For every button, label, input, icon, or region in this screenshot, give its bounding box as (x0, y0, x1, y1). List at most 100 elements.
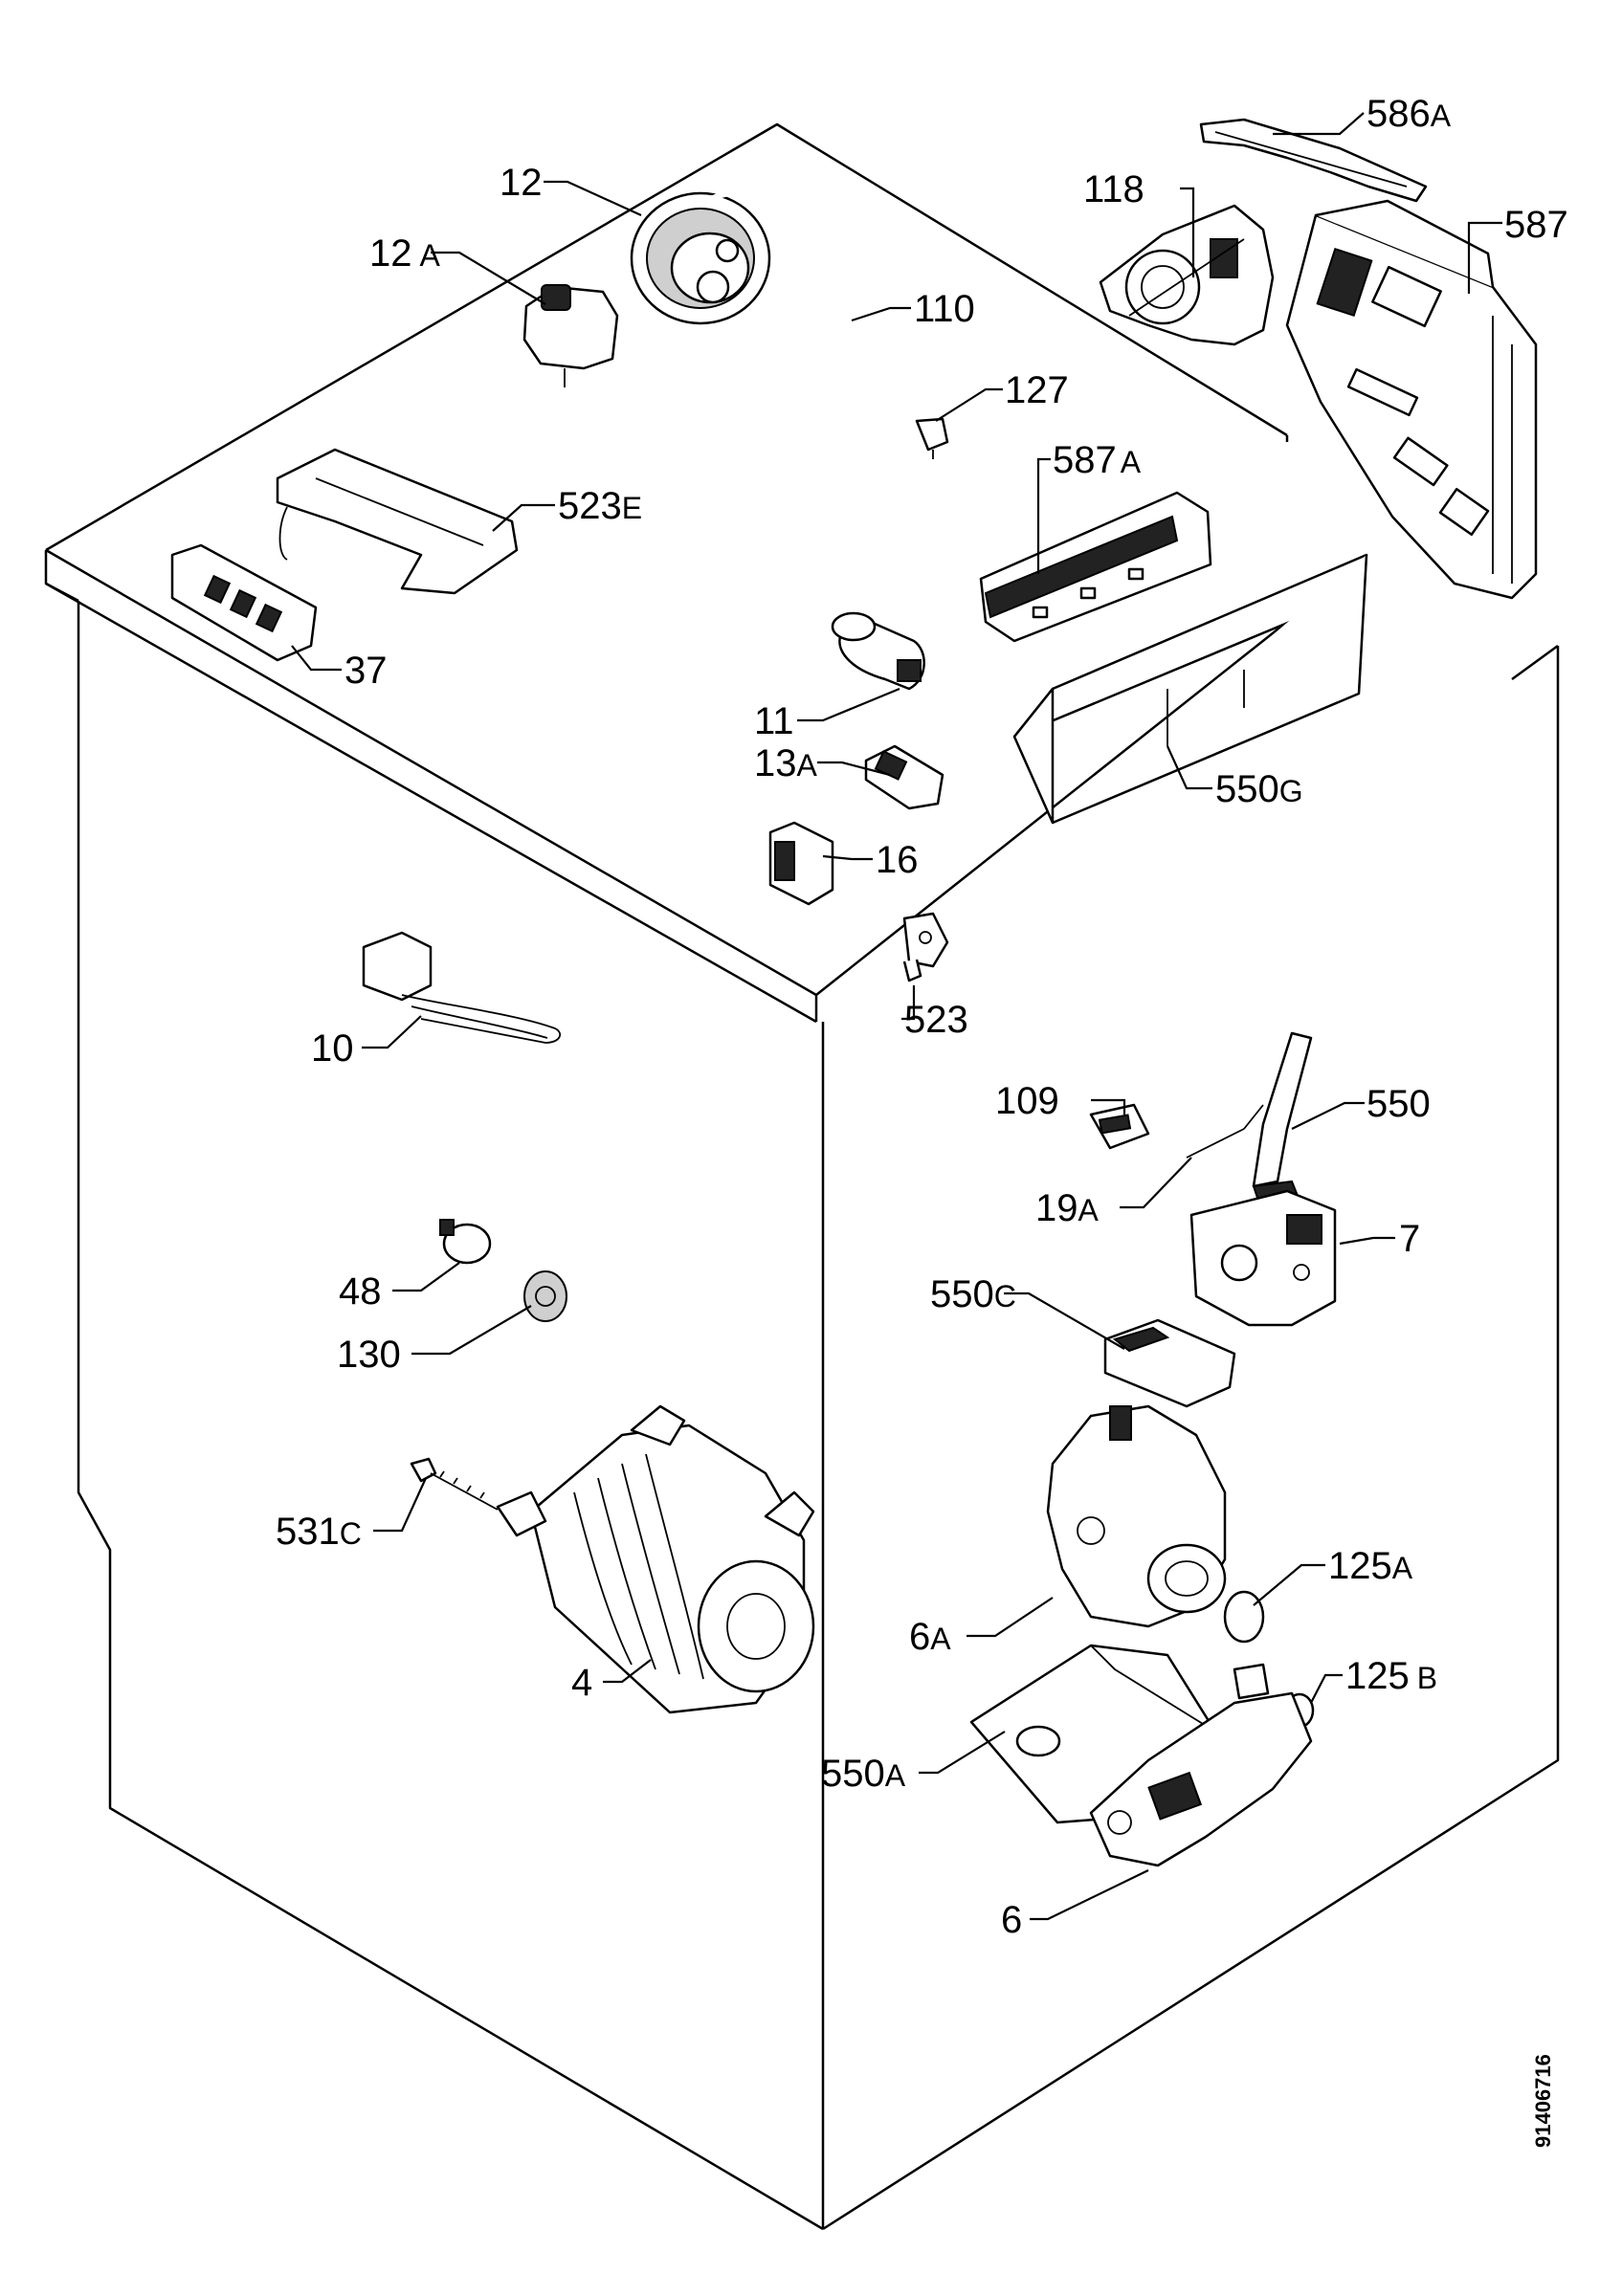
label-number: 550 (821, 1753, 885, 1795)
svg-text:586A: 586A (1366, 93, 1452, 135)
part-label-130: 130 (337, 1334, 401, 1376)
part-10-heating-element (362, 931, 562, 1044)
part-523E-bracket (276, 448, 519, 595)
part-label-37: 37 (344, 650, 388, 692)
label-number: 10 (311, 1027, 354, 1070)
part-118-programmer (1099, 204, 1275, 346)
label-number: 37 (344, 650, 388, 692)
part-label-531C: 531C (276, 1511, 362, 1553)
svg-text:127: 127 (1005, 369, 1069, 411)
label-number: 587 (1053, 439, 1117, 481)
svg-text:48: 48 (339, 1270, 382, 1313)
part-109-bracket (1089, 1103, 1150, 1150)
part-label-523: 523 (904, 999, 968, 1041)
part-531C-screw (410, 1457, 499, 1511)
label-number: 130 (337, 1334, 401, 1376)
svg-text:587: 587 (1504, 204, 1568, 246)
part-label-48: 48 (339, 1270, 382, 1313)
label-number: 4 (571, 1662, 592, 1704)
label-suffix: G (1279, 774, 1303, 808)
label-number: 12 (500, 162, 543, 204)
svg-text:550G: 550G (1215, 768, 1303, 810)
label-number: 550 (1215, 768, 1279, 810)
label-number: 586 (1366, 93, 1431, 135)
part-550G-cover (1012, 553, 1368, 825)
svg-text:6A: 6A (909, 1616, 951, 1658)
part-11-capacitor (831, 611, 925, 691)
label-suffix: E (622, 491, 642, 525)
label-number: 125 (1345, 1655, 1410, 1697)
label-suffix: C (340, 1516, 362, 1551)
svg-text:13A: 13A (754, 742, 818, 784)
svg-text:125A: 125A (1328, 1545, 1413, 1587)
part-label-550G: 550G (1215, 768, 1303, 810)
part-13A-filter (864, 744, 944, 810)
svg-text:523E: 523E (558, 485, 642, 527)
svg-text:12: 12 (500, 162, 543, 204)
label-suffix: A (420, 238, 441, 273)
label-suffix: A (797, 748, 818, 783)
label-number: 125 (1328, 1545, 1392, 1587)
part-4-motor (496, 1404, 815, 1714)
part-label-4: 4 (571, 1662, 592, 1704)
svg-text:130: 130 (337, 1334, 401, 1376)
svg-text:10: 10 (311, 1027, 354, 1070)
part-37-terminal-block (170, 543, 318, 662)
part-7-door-lock (1189, 1189, 1337, 1327)
label-number: 127 (1005, 369, 1069, 411)
part-label-13A: 13A (754, 742, 818, 784)
leader-lines (291, 112, 1502, 1921)
part-label-19A: 19A (1035, 1187, 1100, 1229)
label-number: 550 (1366, 1083, 1431, 1125)
svg-text:12A: 12A (369, 232, 441, 275)
label-suffix: A (1431, 99, 1452, 133)
svg-text:110: 110 (914, 288, 975, 330)
part-label-550C: 550C (930, 1273, 1016, 1315)
svg-text:531C: 531C (276, 1511, 362, 1553)
label-suffix: C (994, 1279, 1016, 1314)
label-suffix: A (1121, 445, 1142, 479)
svg-text:19A: 19A (1035, 1187, 1100, 1229)
part-6A-pump-housing (1046, 1404, 1227, 1628)
label-number: 587 (1504, 204, 1568, 246)
label-number: 109 (995, 1080, 1059, 1122)
part-label-125A: 125A (1328, 1545, 1413, 1587)
svg-text:37: 37 (344, 650, 388, 692)
part-label-11: 11 (754, 700, 794, 742)
part-label-550: 550 (1366, 1083, 1431, 1125)
part-6-drain-pump (1089, 1663, 1313, 1867)
part-19A-sensor (1186, 1104, 1264, 1159)
label-number: 48 (339, 1270, 382, 1313)
label-number: 110 (914, 288, 975, 330)
part-label-6A: 6A (909, 1616, 951, 1658)
label-number: 523 (904, 999, 968, 1041)
part-label-10: 10 (311, 1027, 354, 1070)
part-12A-pressure-switch (522, 284, 619, 387)
part-587-control-panel (1285, 199, 1538, 600)
part-label-6: 6 (1001, 1899, 1022, 1941)
label-suffix: A (1078, 1193, 1100, 1227)
part-label-523E: 523E (558, 485, 642, 527)
label-number: 6 (1001, 1899, 1022, 1941)
part-label-550A: 550A (821, 1753, 906, 1795)
part-587A-circuit-board (979, 491, 1212, 643)
svg-text:6: 6 (1001, 1899, 1022, 1941)
label-suffix: A (885, 1758, 906, 1793)
svg-text:4: 4 (571, 1662, 592, 1704)
label-number: 550 (930, 1273, 994, 1315)
part-label-586A: 586A (1366, 93, 1452, 135)
drawing-code: 91406716 (1531, 2054, 1555, 2148)
label-number: 531 (276, 1511, 340, 1553)
svg-text:109: 109 (995, 1080, 1059, 1122)
svg-text:7: 7 (1399, 1218, 1420, 1260)
label-number: 7 (1399, 1218, 1420, 1260)
svg-text:550A: 550A (821, 1753, 906, 1795)
svg-text:550: 550 (1366, 1083, 1431, 1125)
label-number: 19 (1035, 1187, 1078, 1229)
part-label-110: 110 (914, 288, 975, 330)
part-12-pressure-switch (630, 191, 771, 325)
